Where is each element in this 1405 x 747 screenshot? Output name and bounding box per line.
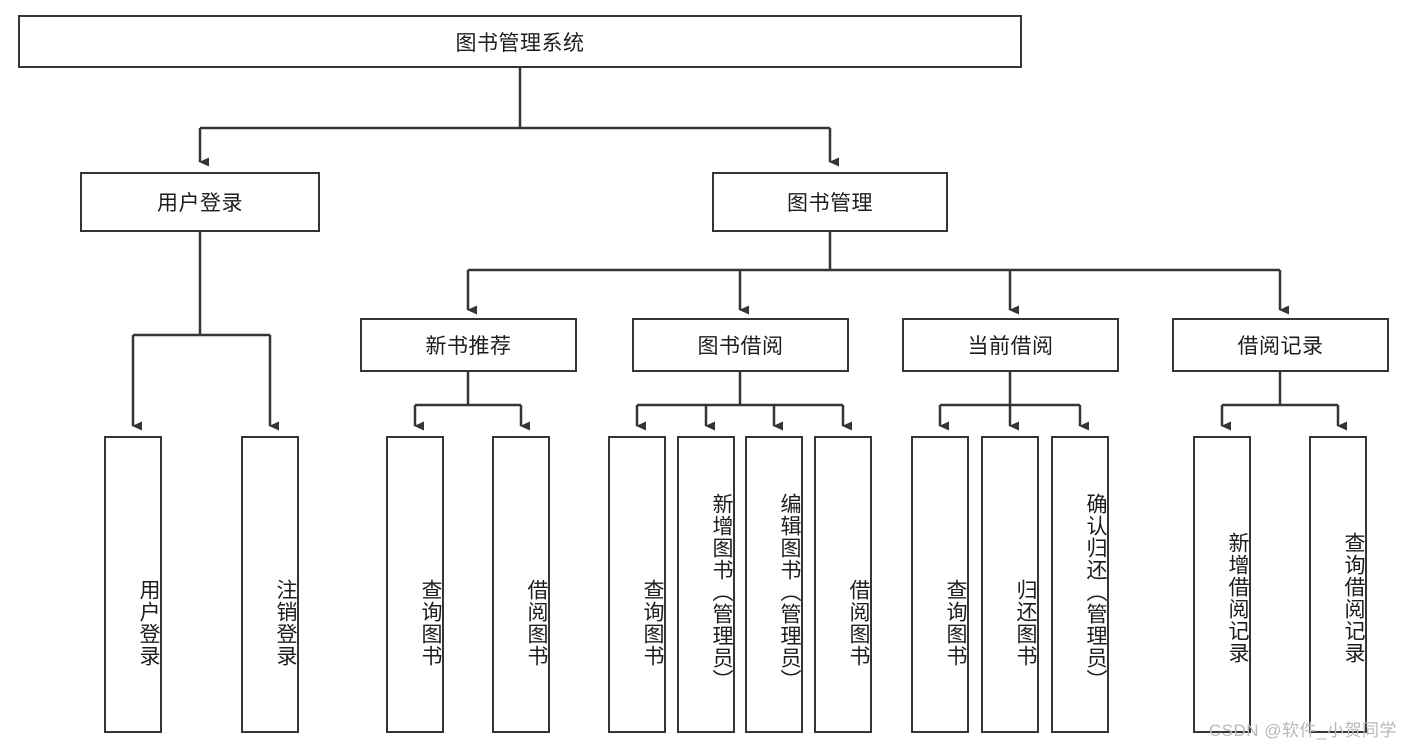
leaf-query-book-current[interactable]: 查询图书 <box>911 436 969 733</box>
leaf-label: 借阅图书 <box>847 578 870 667</box>
leaf-label: 查询图书 <box>419 578 442 667</box>
node-label: 图书借阅 <box>697 335 784 358</box>
leaf-borrow-book[interactable]: 借阅图书 <box>814 436 872 733</box>
node-user-login[interactable]: 用户登录 <box>80 172 320 232</box>
leaf-query-book-borrow[interactable]: 查询图书 <box>608 436 666 733</box>
leaf-query-borrow-record[interactable]: 查询借阅记录 <box>1309 436 1367 733</box>
node-label: 用户登录 <box>157 192 243 215</box>
csdn-watermark: CSDN @软件_小贺同学 <box>1208 721 1397 740</box>
node-book-management[interactable]: 图书管理 <box>712 172 948 232</box>
leaf-label: 注销登录 <box>274 578 297 667</box>
leaf-add-book[interactable]: 新增图书（管理员） <box>677 436 735 733</box>
leaf-label: 编辑图书（管理员） <box>778 492 801 691</box>
leaf-label: 查询图书 <box>641 578 664 667</box>
leaf-confirm-return[interactable]: 确认归还（管理员） <box>1051 436 1109 733</box>
node-book-borrow[interactable]: 图书借阅 <box>632 318 849 372</box>
leaf-label: 新增图书（管理员） <box>710 492 733 691</box>
node-book-management-system[interactable]: 图书管理系统 <box>18 15 1022 68</box>
leaf-logout[interactable]: 注销登录 <box>241 436 299 733</box>
node-label: 图书管理 <box>787 192 873 215</box>
leaf-label: 用户登录 <box>137 578 160 667</box>
node-current-borrow[interactable]: 当前借阅 <box>902 318 1119 372</box>
leaf-edit-book[interactable]: 编辑图书（管理员） <box>745 436 803 733</box>
leaf-return-book[interactable]: 归还图书 <box>981 436 1039 733</box>
leaf-label: 确认归还（管理员） <box>1084 492 1107 691</box>
leaf-add-borrow-record[interactable]: 新增借阅记录 <box>1193 436 1251 733</box>
node-new-book-recommend[interactable]: 新书推荐 <box>360 318 577 372</box>
leaf-label: 归还图书 <box>1014 578 1037 667</box>
leaf-borrow-book-recommend[interactable]: 借阅图书 <box>492 436 550 733</box>
leaf-label: 查询借阅记录 <box>1342 531 1365 664</box>
leaf-user-login[interactable]: 用户登录 <box>104 436 162 733</box>
node-borrow-record[interactable]: 借阅记录 <box>1172 318 1389 372</box>
node-label: 借阅记录 <box>1237 335 1324 358</box>
leaf-query-book-recommend[interactable]: 查询图书 <box>386 436 444 733</box>
node-label: 新书推荐 <box>425 335 512 358</box>
node-label: 当前借阅 <box>967 335 1054 358</box>
node-label: 图书管理系统 <box>455 31 585 55</box>
leaf-label: 借阅图书 <box>525 578 548 667</box>
leaf-label: 新增借阅记录 <box>1226 531 1249 664</box>
leaf-label: 查询图书 <box>944 578 967 667</box>
